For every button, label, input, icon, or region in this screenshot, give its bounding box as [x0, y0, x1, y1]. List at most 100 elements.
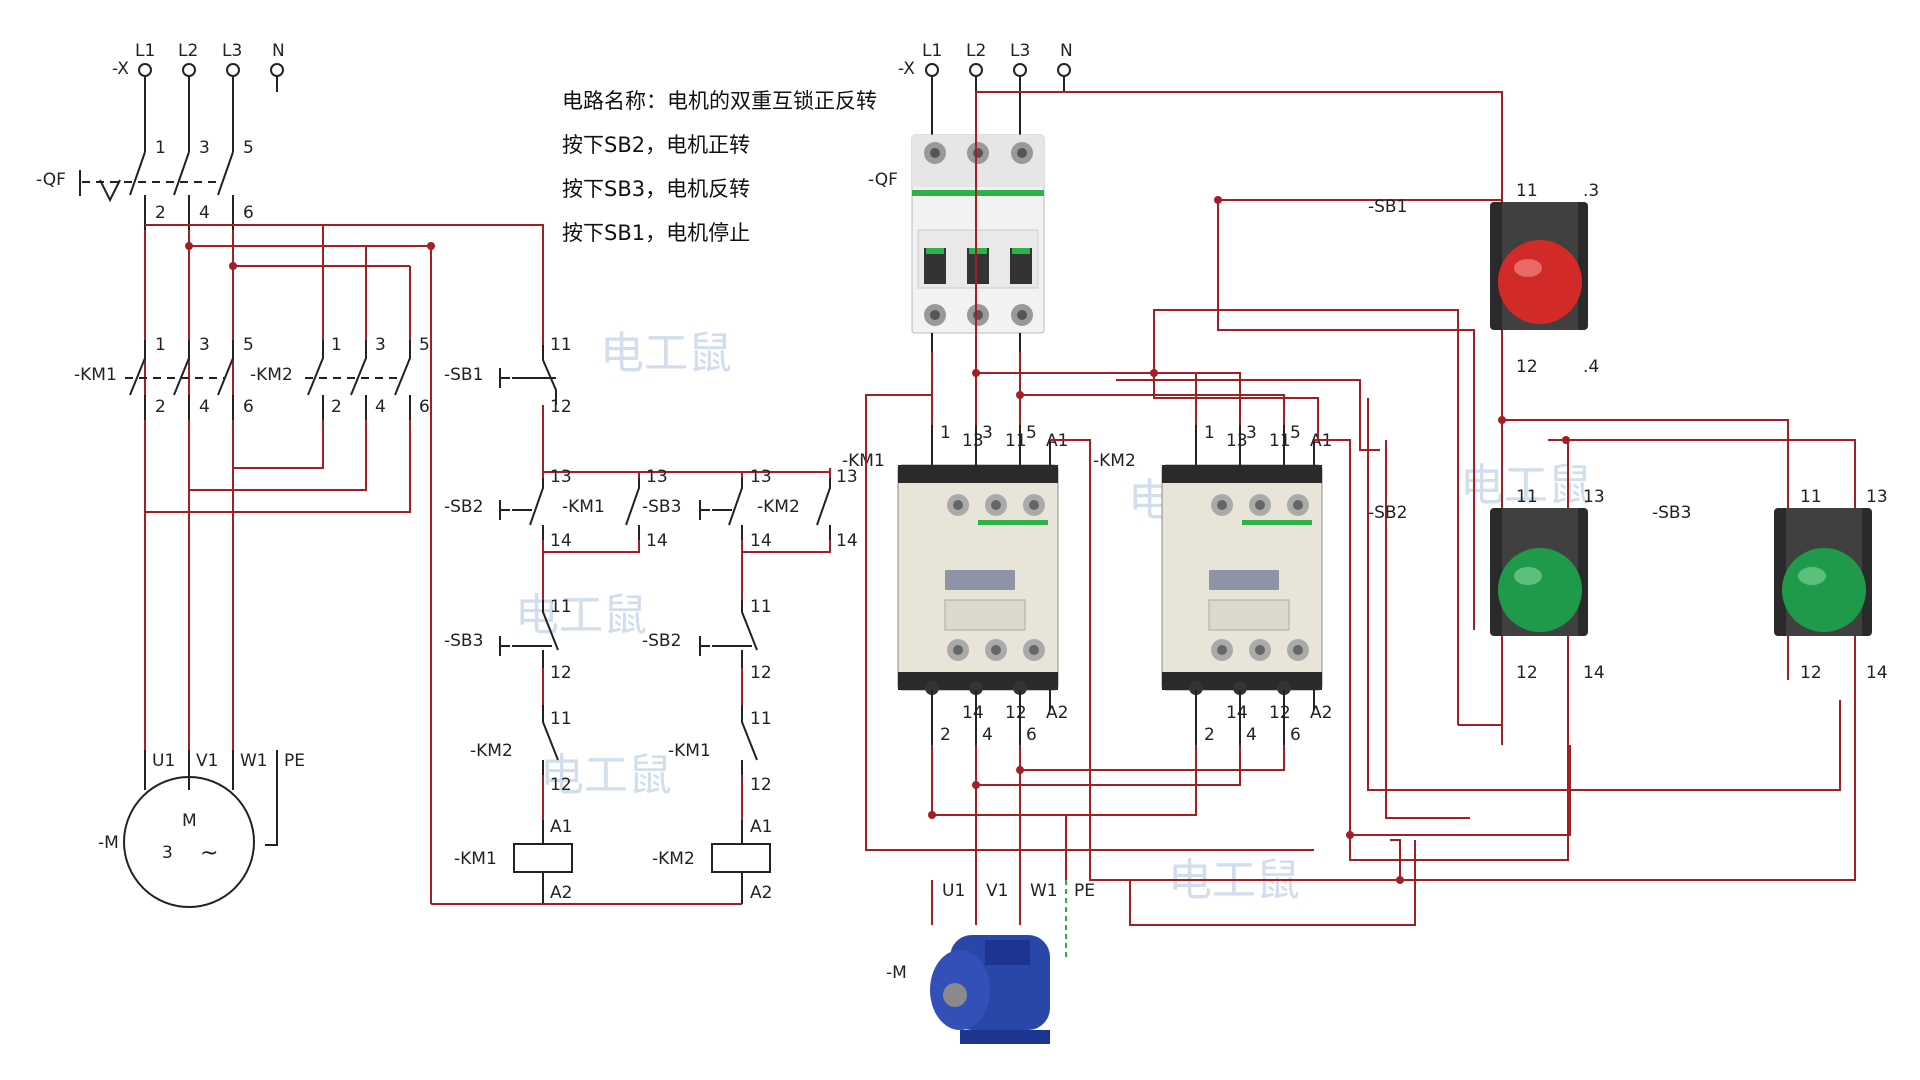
- pin-label: 11: [1516, 487, 1538, 507]
- km1-main-label: -KM1: [74, 365, 117, 385]
- reverse-button-cap[interactable]: [1782, 548, 1866, 632]
- pin-label: 1: [1204, 423, 1215, 443]
- motor-pe-label: PE: [284, 751, 305, 771]
- motor-m-label: M: [182, 811, 197, 831]
- pin-label: 2: [155, 397, 166, 417]
- km1-interlock-label: -KM1: [668, 741, 711, 761]
- pin-label: 14: [750, 531, 772, 551]
- pin-label: 11: [750, 597, 772, 617]
- pin-label: A2: [1310, 703, 1332, 723]
- pin-label: 12: [1800, 663, 1822, 683]
- motor-pe-label: PE: [1074, 881, 1095, 901]
- pin-label: 14: [1866, 663, 1888, 683]
- pin-label: 4: [199, 203, 210, 223]
- pin-label: 12: [1269, 703, 1291, 723]
- pin-label: 11: [1005, 431, 1027, 451]
- terminal-n: [270, 63, 284, 77]
- sb1-stop-button[interactable]: -SB1 11 .3 12 .4: [1368, 181, 1599, 377]
- pin-label: 12: [1516, 663, 1538, 683]
- pin-label: 3: [982, 423, 993, 443]
- description-line-sb2: 按下SB2，电机正转: [562, 133, 750, 157]
- terminal-l2: [969, 63, 983, 77]
- pin-label: 13: [646, 467, 668, 487]
- km1-coil-label: -KM1: [454, 849, 497, 869]
- pin-label: 2: [940, 725, 951, 745]
- pin-label: 3: [199, 335, 210, 355]
- pin-label: 14: [1226, 703, 1248, 723]
- terminal-l3: [1013, 63, 1027, 77]
- pin-label: 5: [243, 138, 254, 158]
- km2-coil-label: -KM2: [652, 849, 695, 869]
- pin-label: 11: [750, 709, 772, 729]
- pin-label: 6: [1026, 725, 1037, 745]
- km1-contactor: [897, 464, 1059, 695]
- pin-label: 13: [1583, 487, 1605, 507]
- pin-label: 13: [550, 467, 572, 487]
- km1-physical-label: -KM1: [842, 451, 885, 471]
- pin-label: 1: [155, 335, 166, 355]
- terminal-l3-label: L3: [1010, 41, 1030, 61]
- sb3-nc-label: -SB3: [444, 631, 483, 651]
- pin-label: 12: [1005, 703, 1027, 723]
- pin-label: 14: [1583, 663, 1605, 683]
- pin-label: 5: [243, 335, 254, 355]
- qf-label: -QF: [36, 170, 66, 190]
- pin-label: 2: [331, 397, 342, 417]
- watermark: 电工鼠: [515, 590, 647, 641]
- terminal-l2-label: L2: [966, 41, 986, 61]
- pin-label: 2: [1204, 725, 1215, 745]
- pin-label: 1: [331, 335, 342, 355]
- pin-label: 12: [1516, 357, 1538, 377]
- pin-label: 14: [550, 531, 572, 551]
- pin-label: 11: [1269, 431, 1291, 451]
- terminal-x-label: -X: [898, 59, 915, 79]
- km2-physical-label: -KM2: [1093, 451, 1136, 471]
- pin-label: 1: [155, 138, 166, 158]
- terminal-l1: [925, 63, 939, 77]
- terminal-l1-label: L1: [922, 41, 942, 61]
- pin-label: A1: [550, 817, 572, 837]
- terminal-x-label: -X: [112, 59, 129, 79]
- motor-v1-label: V1: [196, 751, 218, 771]
- sb3-reverse-button[interactable]: -SB3 11 13 12 14: [1652, 487, 1888, 683]
- stop-button-cap[interactable]: [1498, 240, 1582, 324]
- pin-label: 3: [1246, 423, 1257, 443]
- terminal-l1: [138, 63, 152, 77]
- km2-main-label: -KM2: [250, 365, 293, 385]
- km2-aux-label: -KM2: [757, 497, 800, 517]
- pin-label: 14: [646, 531, 668, 551]
- pin-label: .3: [1583, 181, 1599, 201]
- pin-label: 6: [243, 397, 254, 417]
- motor-phase-label: 3: [162, 843, 173, 863]
- circuit-breaker: [911, 134, 1045, 334]
- sb3-label: -SB3: [642, 497, 681, 517]
- pin-label: 4: [982, 725, 993, 745]
- forward-button-cap[interactable]: [1498, 548, 1582, 632]
- pin-label: 5: [1026, 423, 1037, 443]
- pin-label: 11: [550, 597, 572, 617]
- terminal-l3: [226, 63, 240, 77]
- pin-label: 1: [940, 423, 951, 443]
- pin-label: 3: [199, 138, 210, 158]
- sb2-physical-label: -SB2: [1368, 503, 1407, 523]
- pin-label: A2: [750, 883, 772, 903]
- sb2-forward-button[interactable]: -SB2 11 13 12 14: [1368, 487, 1605, 683]
- pin-label: 6: [1290, 725, 1301, 745]
- motor-image: [930, 935, 1050, 1044]
- control-circuit-schematic: -SB1 11 12 -SB2 13 14 -KM1 13 14 -SB3 13…: [431, 335, 858, 905]
- pin-label: 13: [1226, 431, 1248, 451]
- pin-label: 5: [419, 335, 430, 355]
- watermark: 电工鼠: [540, 750, 672, 801]
- pin-label: 14: [962, 703, 984, 723]
- pin-label: A1: [750, 817, 772, 837]
- motor-v1-label: V1: [986, 881, 1008, 901]
- description-block: 电路名称：电机的双重互锁正反转 按下SB2，电机正转 按下SB3，电机反转 按下…: [562, 89, 877, 245]
- sb2-nc-label: -SB2: [642, 631, 681, 651]
- motor-label: -M: [98, 833, 119, 853]
- pin-label: 11: [550, 335, 572, 355]
- description-line-sb3: 按下SB3，电机反转: [562, 177, 750, 201]
- physical-wiring: L1 L2 L3 N -X -QF: [842, 41, 1856, 1044]
- pin-label: 3: [375, 335, 386, 355]
- km2-contactor: [1161, 464, 1323, 695]
- km2-coil: [711, 843, 771, 873]
